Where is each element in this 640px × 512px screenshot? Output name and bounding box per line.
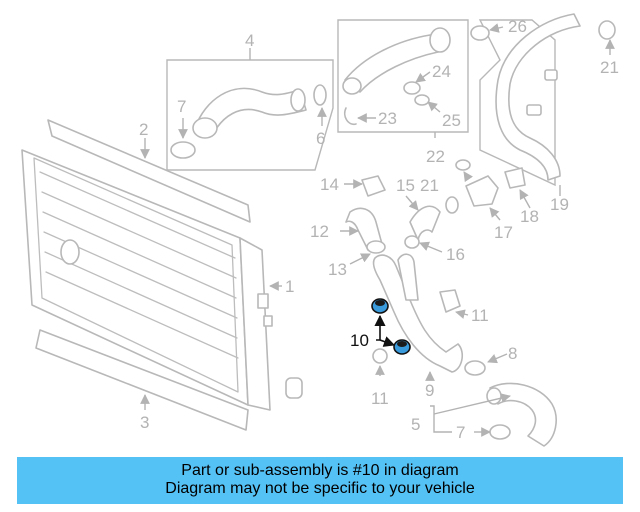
callout-14: 13 [328, 260, 347, 279]
banner-line-1: Part or sub-assembly is #10 in diagram [181, 462, 459, 479]
part-10-highlight [371, 298, 411, 355]
hose-20 [470, 13, 616, 187]
callout-22: 22 [426, 147, 445, 166]
callout-9: 9 [425, 381, 434, 400]
callout-19: 18 [520, 207, 539, 226]
callout-18: 17 [494, 223, 513, 242]
callout-5: 5 [411, 415, 420, 434]
callout-21-top: 21 [600, 58, 619, 77]
parts-diagram: 4 2 7 6 1 3 23 24 25 22 26 21 19 14 15 2… [21, 13, 619, 447]
callout-4: 4 [245, 31, 254, 50]
hose-box-22 [337, 19, 469, 133]
callout-2: 2 [139, 120, 148, 139]
callout-15: 14 [320, 175, 339, 194]
callout-1: 1 [285, 277, 294, 296]
callout-12: 11 [471, 306, 489, 325]
intercooler [21, 119, 303, 431]
callout-labels: 4 2 7 6 1 3 23 24 25 22 26 21 19 14 15 2… [139, 17, 619, 442]
callout-13: 12 [310, 222, 329, 241]
callout-7-bottom: 7 [456, 423, 465, 442]
charge-pipe-9 [372, 253, 464, 373]
callout-20: 19 [550, 195, 569, 214]
callout-10: 10 [350, 331, 369, 350]
callout-11-label: 11 [371, 389, 389, 408]
callout-8: 8 [508, 344, 517, 363]
callout-24: 24 [432, 62, 451, 81]
callout-7: 7 [177, 97, 186, 116]
banner-line-2: Diagram may not be specific to your vehi… [165, 480, 475, 497]
hose-box-4 [166, 59, 334, 171]
callout-21-mid: 21 [420, 176, 439, 195]
hose-13 [345, 207, 386, 254]
leader-lines [140, 23, 615, 437]
info-banner: Part or sub-assembly is #10 in diagram D… [17, 457, 623, 504]
callout-26: 26 [508, 17, 527, 36]
callout-3: 3 [140, 413, 149, 432]
callout-17: 16 [446, 245, 465, 264]
callout-6: 6 [316, 129, 325, 148]
pipe-parts [361, 159, 526, 249]
callout-16: 15 [396, 176, 415, 195]
callout-23: 23 [378, 109, 397, 128]
callout-25: 25 [442, 111, 461, 130]
